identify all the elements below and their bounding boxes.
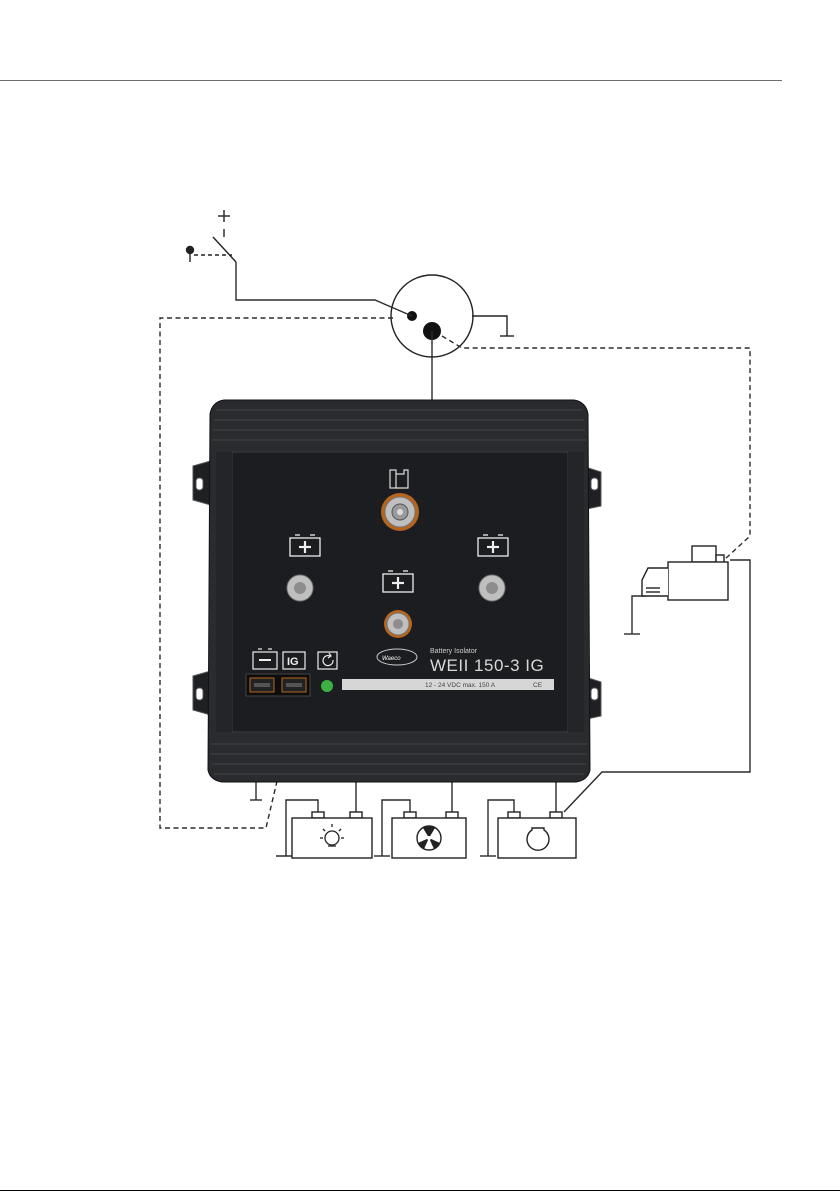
rating-bar: 12 - 24 VDC max. 150 A CE (342, 679, 554, 690)
ground-symbol-icon (472, 316, 514, 336)
output-terminal-center (384, 610, 412, 638)
ignition-switch-icon (187, 210, 237, 262)
starter-motor-icon (642, 546, 728, 600)
main-terminal (381, 493, 419, 531)
output-terminal-left (287, 575, 313, 601)
device-model: WEII 150-3 IG (430, 656, 544, 675)
logo-text: Waeco (382, 656, 401, 662)
output-terminal-right (479, 575, 505, 601)
footer-rule (0, 1190, 840, 1191)
status-led (321, 680, 333, 692)
ig-label: IG (287, 656, 299, 668)
connector-sockets (246, 674, 310, 696)
battery-engine (498, 812, 576, 858)
rating-text: 12 - 24 VDC max. 150 A (425, 682, 496, 689)
ce-mark: CE (533, 682, 543, 689)
device-subtitle: Battery Isolator (430, 648, 478, 655)
battery-isolator-device (193, 400, 601, 782)
battery-lamp (292, 812, 372, 858)
